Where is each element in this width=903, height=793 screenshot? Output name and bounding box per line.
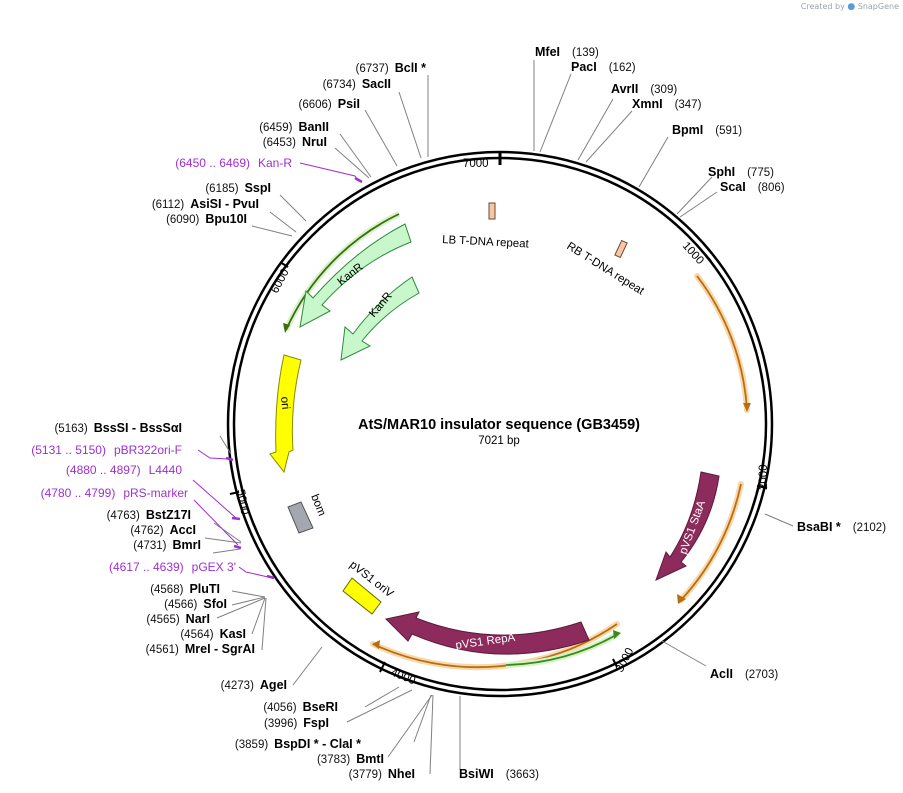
created-by-text: Created by — [800, 2, 845, 11]
site-nari: (4565)NarI — [146, 612, 210, 626]
snapgene-logo-icon: ● — [847, 2, 856, 12]
site-labels: (6737)BclI * (6734)SacII (6606)PsiI (645… — [54, 45, 886, 781]
ruler-tick-5000: 5000 — [229, 488, 250, 516]
primer-mark-prs-marker — [233, 544, 242, 550]
feature-ori[interactable]: ori — [269, 354, 302, 474]
primer-mark-pbr322ori — [225, 456, 234, 462]
site-bpu10i: (6090)Bpu10I — [166, 212, 247, 226]
site-sspi: (6185)SspI — [205, 181, 271, 195]
ruler-tick-7000: 7000 — [463, 152, 502, 170]
snapgene-badge: Created by ● SnapGene — [801, 2, 899, 12]
plasmid-length: 7021 bp — [478, 435, 520, 447]
green-arc-pvs1-region — [505, 630, 621, 668]
site-bsabi: BsaBI *(2102) — [797, 520, 886, 534]
ruler-tick-2000: 2000 — [756, 464, 770, 490]
primer-labels: (6450 .. 6469)Kan-R (5131 .. 5150)pBR322… — [31, 156, 292, 574]
orange-arc-2200-2800 — [677, 481, 744, 604]
svg-text:RB T-DNA repeat: RB T-DNA repeat — [564, 240, 646, 298]
primer-pgex-3: (4617 .. 4639)pGEX 3' — [109, 560, 236, 574]
site-scai: ScaI(806) — [720, 180, 785, 194]
site-sfoi: (4566)SfoI — [164, 597, 227, 611]
primer-leaders — [192, 162, 359, 578]
site-xmni: XmnI(347) — [632, 97, 702, 111]
site-bmri: (4731)BmrI — [133, 538, 201, 552]
svg-text:6000: 6000 — [269, 267, 292, 295]
ruler-tick-6000: 6000 — [269, 261, 292, 295]
feature-pvs1-repa[interactable]: pVS1 RepA — [384, 611, 590, 655]
green-arc-kanr-region — [283, 211, 401, 333]
site-banii: (6459)BanII — [259, 120, 329, 134]
orange-arc-3000-4100 — [370, 621, 620, 671]
site-bspdi-clai: (3859)BspDI * - ClaI * — [235, 737, 361, 751]
orange-arc-1000-1700 — [694, 273, 751, 413]
primer-l4440: (4880 .. 4897)L4440 — [66, 463, 182, 477]
site-asisi-pvui: (6112)AsiSI - PvuI — [152, 197, 259, 211]
site-fspi: (3996)FspI — [264, 716, 329, 730]
site-acli: AclI(2703) — [710, 667, 778, 681]
site-nrui: (6453)NruI — [263, 135, 327, 149]
feature-rb-tdna-repeat[interactable]: RB T-DNA repeat — [564, 239, 647, 298]
primer-mark-kan-r — [354, 176, 363, 184]
site-pluti: (4568)PluTI — [150, 582, 220, 596]
site-kasi: (4564)KasI — [180, 627, 246, 641]
svg-text:ori: ori — [278, 396, 291, 410]
primer-mark-l4440 — [231, 516, 241, 521]
plasmid-title: AtS/MAR10 insulator sequence (GB3459) — [358, 417, 640, 433]
primer-mark-pgex — [266, 574, 275, 580]
site-bstz17i: (4763)BstZ17I — [107, 508, 191, 522]
svg-text:7000: 7000 — [463, 158, 489, 170]
feature-pvs1-oriv[interactable]: pVS1 oriV — [342, 559, 396, 615]
site-bcli: (6737)BclI * — [355, 61, 426, 75]
brand-text: SnapGene — [857, 2, 899, 11]
site-acci: (4762)AccI — [130, 523, 196, 537]
primer-pbr322ori-f: (5131 .. 5150)pBR322ori-F — [31, 443, 182, 457]
svg-text:2000: 2000 — [758, 464, 770, 490]
svg-text:4000: 4000 — [389, 667, 417, 688]
site-sacii: (6734)SacII — [323, 77, 391, 91]
site-nhei: (3779)NheI — [349, 767, 415, 781]
site-mfei: MfeI(139) — [535, 45, 599, 59]
site-avrii: AvrII(309) — [611, 82, 677, 96]
site-leaders — [204, 60, 794, 775]
site-bsiwi: BsiWI(3663) — [459, 767, 539, 781]
feature-kanr-inner[interactable]: KanR — [340, 276, 420, 361]
site-agei: (4273)AgeI — [221, 678, 287, 692]
site-bsssi: (5163)BssSI - BssSαI — [54, 421, 182, 435]
feature-bom[interactable]: bom — [287, 493, 328, 534]
site-psii: (6606)PsiI — [299, 97, 361, 111]
primer-kan-r: (6450 .. 6469)Kan-R — [175, 156, 292, 170]
feature-lb-tdna-repeat[interactable]: LB T-DNA repeat — [442, 202, 530, 251]
site-bmti: (3783)BmtI — [317, 752, 384, 766]
site-bseri: (4056)BseRI — [263, 700, 338, 714]
svg-text:bom: bom — [308, 493, 328, 518]
primer-prs-marker: (4780 .. 4799)pRS-marker — [41, 486, 188, 500]
svg-text:1000: 1000 — [680, 240, 706, 267]
site-paci: PacI(162) — [571, 60, 636, 74]
site-bpmi: BpmI(591) — [672, 123, 742, 137]
site-mrei-sgrai: (4561)MreI - SgrAI — [146, 642, 255, 656]
svg-text:LB T-DNA repeat: LB T-DNA repeat — [442, 234, 530, 251]
site-sphi: SphI(775) — [708, 165, 774, 179]
ruler-tick-4000: 4000 — [379, 661, 417, 688]
svg-text:5000: 5000 — [234, 488, 250, 515]
